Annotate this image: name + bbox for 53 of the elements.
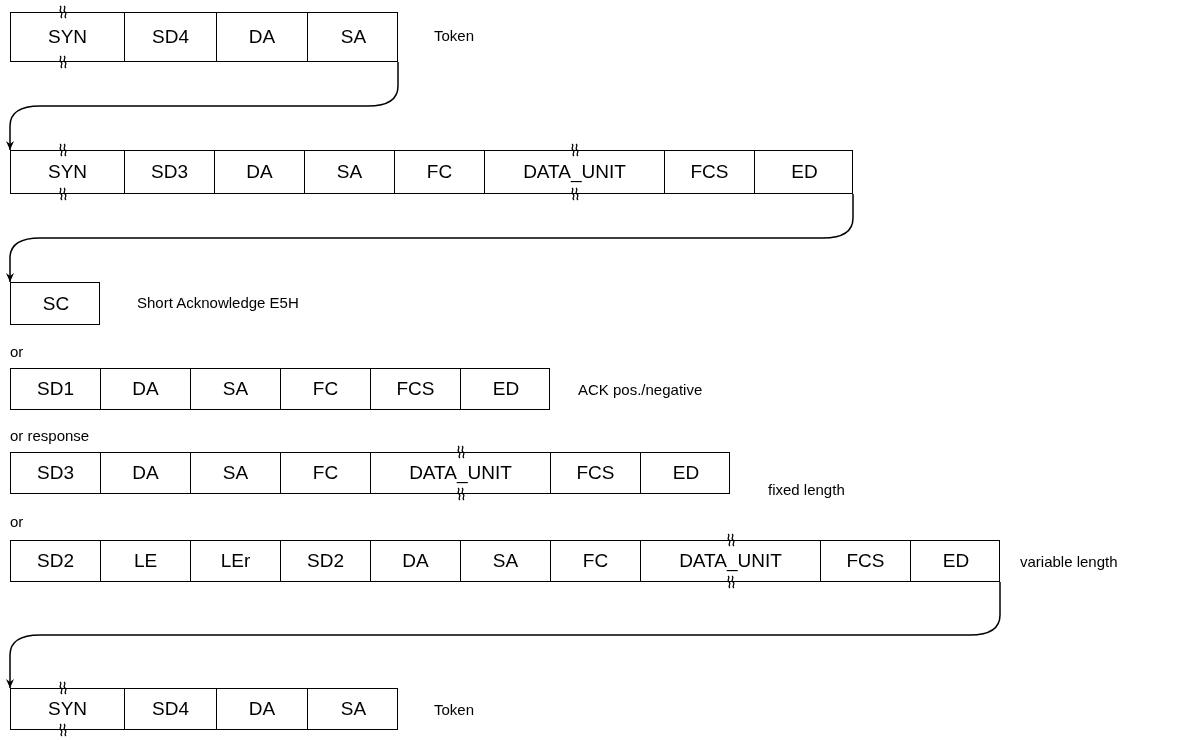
frame-note: fixed length <box>768 481 845 498</box>
frame-note: Short Acknowledge E5H <box>137 294 299 311</box>
field-cell: FCS <box>551 453 641 493</box>
note-text: or <box>10 343 24 360</box>
field-cell: SA <box>191 453 281 493</box>
field-cell: SYN <box>11 13 125 61</box>
field-cell: DATA_UNIT <box>641 541 821 581</box>
field-cell: ED <box>755 151 854 193</box>
field-cell: SYN <box>11 689 125 729</box>
field-cell: DA <box>371 541 461 581</box>
field-cell: SA <box>305 151 395 193</box>
field-cell: SD2 <box>11 541 101 581</box>
field-cell: SA <box>308 13 399 61</box>
note-text: or response <box>10 427 90 444</box>
field-cell: SD4 <box>125 689 217 729</box>
field-cell: FC <box>281 369 371 409</box>
field-cell: LE <box>101 541 191 581</box>
field-cell: SD2 <box>281 541 371 581</box>
frame-note: variable length <box>1020 553 1118 570</box>
field-cell: DA <box>217 13 308 61</box>
field-cell: SA <box>308 689 399 729</box>
field-cell: ED <box>461 369 551 409</box>
field-cell: FCS <box>821 541 911 581</box>
field-cell: ED <box>641 453 731 493</box>
field-cell: DATA_UNIT <box>485 151 665 193</box>
field-cell: FC <box>395 151 485 193</box>
frame-note: Token <box>434 701 475 718</box>
field-cell: FC <box>551 541 641 581</box>
field-cell: ED <box>911 541 1001 581</box>
field-cell: DA <box>215 151 305 193</box>
arrow <box>6 193 854 283</box>
field-cell: SC <box>11 283 101 324</box>
field-cell: SD3 <box>11 453 101 493</box>
frame-note: Token <box>434 27 475 44</box>
field-cell: SA <box>461 541 551 581</box>
frame-box <box>10 368 550 410</box>
field-cell: DA <box>217 689 308 729</box>
field-cell: DATA_UNIT <box>371 453 551 493</box>
field-cell: SD3 <box>125 151 215 193</box>
field-cell: FCS <box>665 151 755 193</box>
note-text: or <box>10 513 24 530</box>
field-cell: SD1 <box>11 369 101 409</box>
field-cell: DA <box>101 369 191 409</box>
field-cell: SD4 <box>125 13 217 61</box>
arrow <box>6 61 399 151</box>
field-cell: FC <box>281 453 371 493</box>
field-cell: FCS <box>371 369 461 409</box>
field-cell: SA <box>191 369 281 409</box>
field-cell: LEr <box>191 541 281 581</box>
field-cell: DA <box>101 453 191 493</box>
frame-note: ACK pos./negative <box>578 381 703 398</box>
arrow <box>6 581 1001 689</box>
field-cell: SYN <box>11 151 125 193</box>
